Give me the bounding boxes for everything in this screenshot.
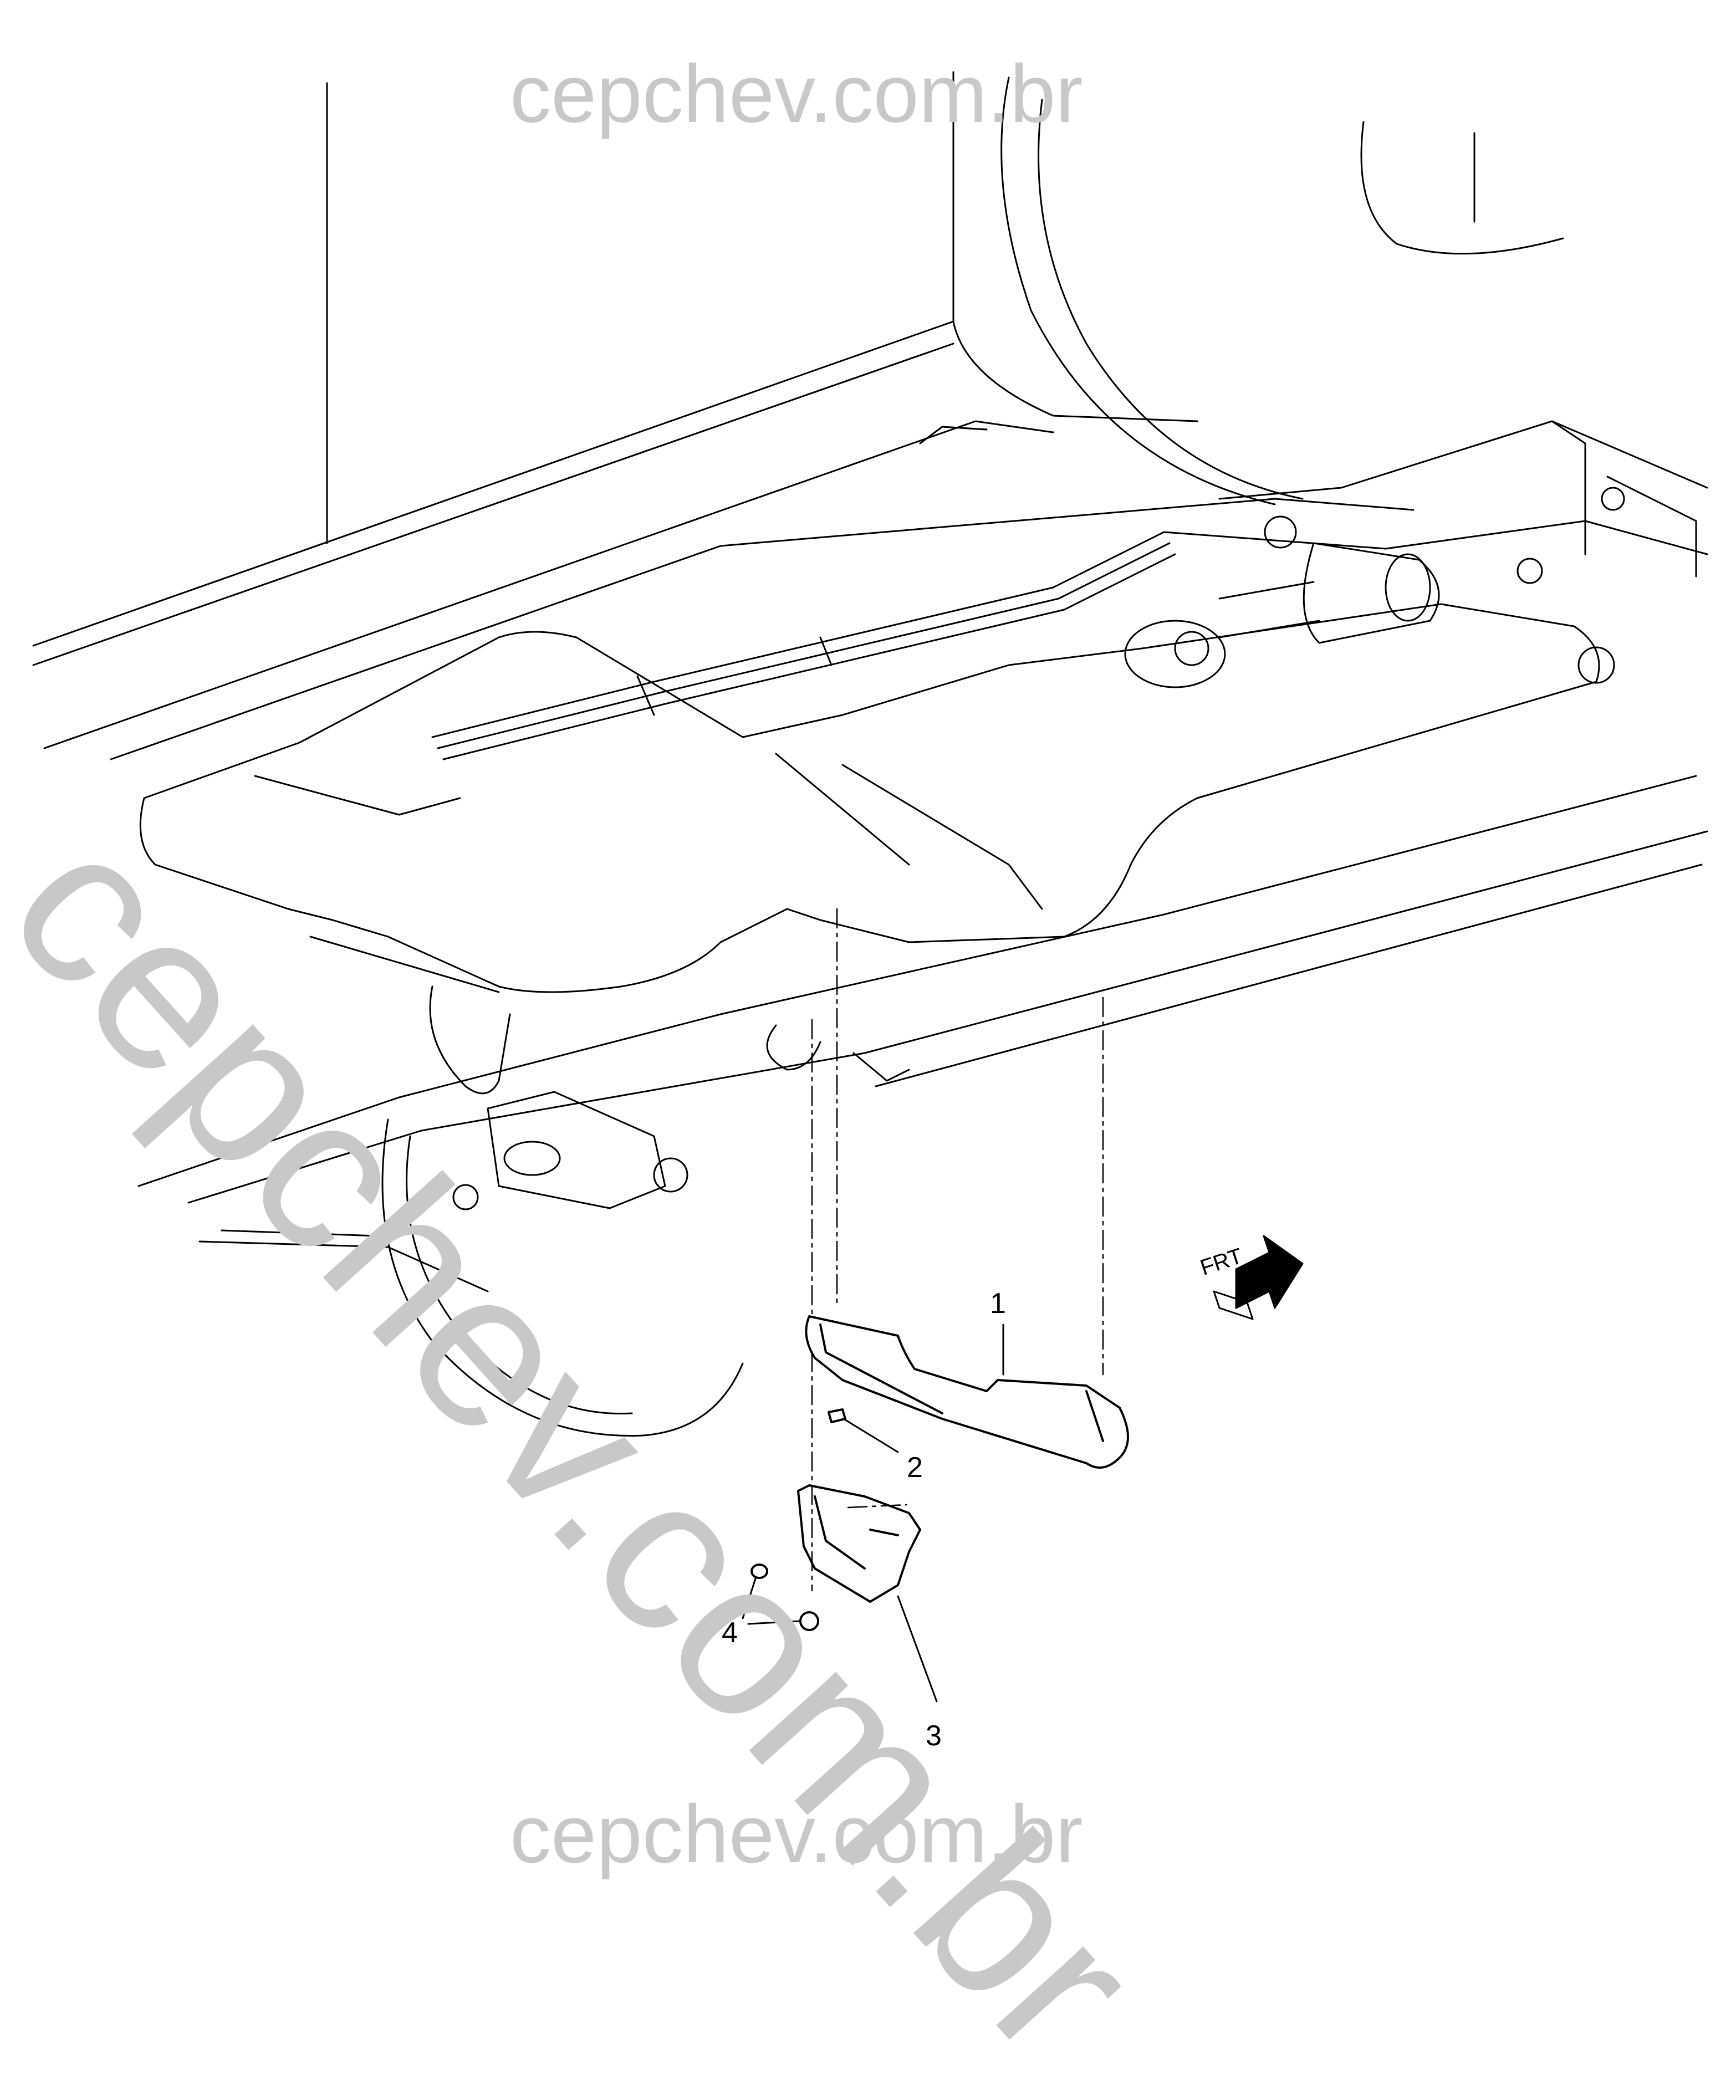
front-arrow-icon bbox=[1213, 1235, 1304, 1320]
fuel-brake-lines bbox=[431, 531, 1176, 760]
part-4-fasteners bbox=[742, 1563, 819, 1631]
left-frame-rail bbox=[137, 775, 1708, 1204]
underbody-diagram bbox=[32, 71, 1708, 1703]
watermark-bottom: cepchev.com.br bbox=[510, 1789, 1083, 1880]
watermark-top: cepchev.com.br bbox=[510, 48, 1083, 140]
frame-crossmember bbox=[1163, 420, 1708, 684]
callout-3: 3 bbox=[926, 1720, 942, 1752]
callout-4: 4 bbox=[722, 1617, 738, 1649]
alignment-guide-lines bbox=[811, 908, 1104, 1592]
part-3-bracket-shield bbox=[797, 1484, 938, 1703]
callout-2: 2 bbox=[907, 1452, 923, 1484]
rear-axle-hub bbox=[198, 985, 821, 1437]
exhaust-muffler bbox=[1124, 542, 1440, 688]
rear-wheel bbox=[1000, 76, 1564, 505]
fuel-tank-shield-upper bbox=[139, 603, 1600, 993]
callout-1: 1 bbox=[990, 1287, 1006, 1320]
part-1-shield bbox=[805, 1315, 1129, 1469]
part-2-clip bbox=[828, 1408, 899, 1453]
vehicle-body-side bbox=[32, 71, 1415, 760]
